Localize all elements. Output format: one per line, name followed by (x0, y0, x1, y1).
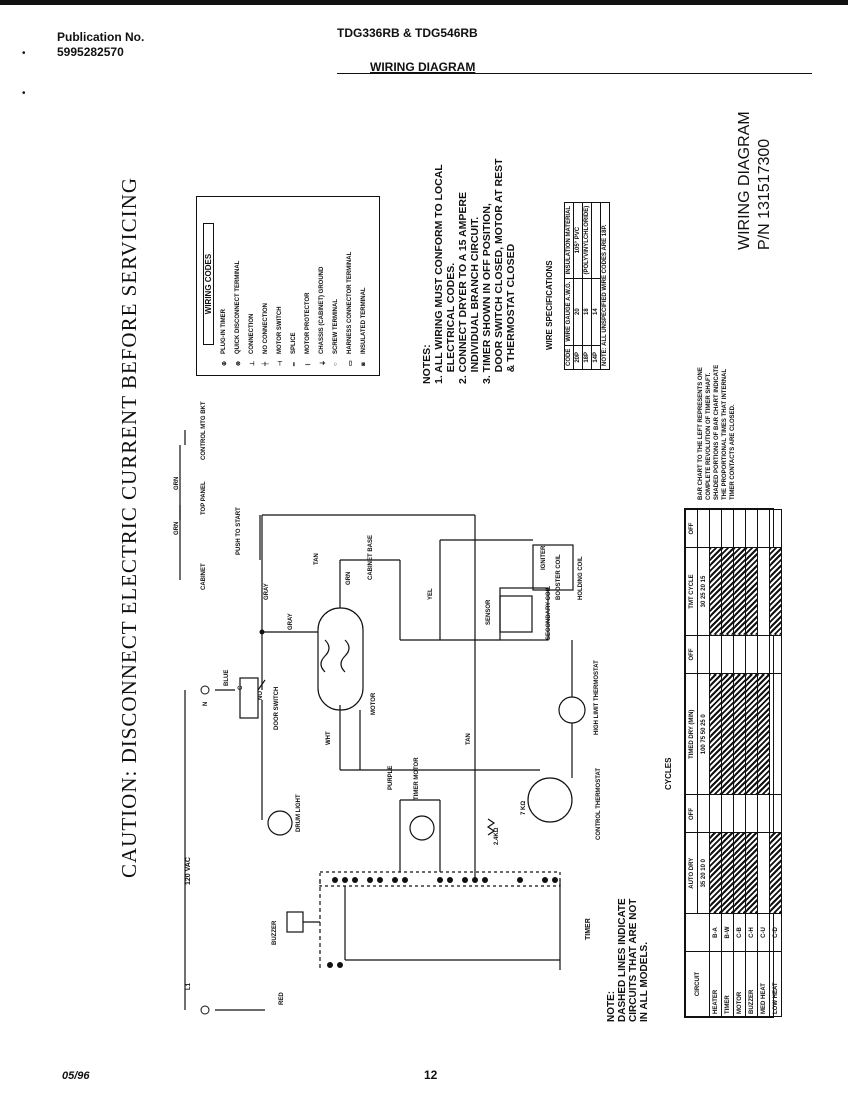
gray-label-2: GRAY (288, 613, 294, 630)
no-label: NO (258, 691, 264, 700)
purple-label: PURPLE (388, 766, 394, 790)
holding-coil-label: HOLDING COIL (578, 556, 584, 600)
motor-label: MOTOR (371, 692, 377, 715)
yel-label: YEL (428, 588, 434, 600)
terminal-dots (200, 629, 558, 1015)
n-label: N (203, 702, 209, 706)
secondary-coil-label: SECONDARY COIL (546, 586, 552, 640)
grn-label-3: GRN (346, 572, 352, 585)
hi-limit-label: HIGH LIMIT THERMOSTAT (594, 660, 600, 735)
drum-light-label: DRUM LIGHT (296, 794, 302, 832)
resistor-label: 2.4KΩ (494, 827, 500, 845)
sensor-label: SENSOR (486, 599, 492, 625)
timer-motor-label: TIMER MOTOR (414, 757, 420, 800)
drum-light-symbol (267, 810, 293, 836)
push-to-start-label: PUSH TO START (236, 507, 242, 555)
control-thermostat-symbol (527, 777, 573, 823)
gray-label-1: GRAY (264, 583, 270, 600)
booster-coil-label: BOOSTER COIL (556, 554, 562, 600)
top-border (0, 0, 848, 5)
timer-motor-symbol (409, 815, 435, 841)
control-mtg-bkt-label: CONTROL MTG BKT (201, 401, 207, 460)
resistor2-label: 7 KΩ (521, 801, 527, 815)
timer-label: TIMER (585, 918, 592, 940)
c-label: C (238, 685, 244, 690)
igniter-box (532, 544, 574, 591)
red-label: RED (279, 992, 285, 1005)
buzzer-symbol (286, 911, 304, 933)
door-switch-label: DOOR SWITCH (274, 687, 280, 730)
igniter-label: IGNITER (541, 545, 547, 570)
door-switch-body (239, 677, 259, 719)
hi-limit-thermostat-symbol (558, 696, 586, 724)
sensor-box (499, 595, 533, 633)
footer-date: 05/96 (62, 1070, 90, 1082)
l1-label: L1 (186, 982, 192, 990)
wht-label: WHT (326, 731, 332, 745)
publication-number: 5995282570 (57, 45, 124, 59)
cabinet-label: CABINET (201, 563, 207, 590)
top-panel-label: TOP PANEL (201, 481, 207, 515)
cabinet-base-label: CABINET BASE (368, 535, 374, 580)
tan-label-1: TAN (466, 733, 472, 745)
grn-label-1: GRN (174, 522, 180, 535)
motor-housing (317, 607, 364, 711)
section-title: WIRING DIAGRAM (370, 60, 476, 74)
control-thermostat-label: CONTROL THERMOSTAT (596, 768, 602, 840)
header-rule (337, 73, 812, 74)
blue-label: BLUE (224, 670, 230, 686)
bullet-mark: • (22, 48, 26, 59)
grn-label-2: GRN (174, 477, 180, 490)
voltage-label: 120 VAC (185, 857, 192, 885)
page-number: 12 (424, 1068, 438, 1082)
bullet-mark: • (22, 88, 26, 99)
publication-label: Publication No. (57, 30, 145, 44)
tan-label-2: TAN (314, 553, 320, 565)
model-numbers: TDG336RB & TDG546RB (337, 26, 478, 40)
buzzer-label: BUZZER (272, 920, 278, 945)
wiring-codes-box: WIRING CODES ⊕PLUG-IN TIMER⊗QUICK DISCON… (196, 196, 380, 376)
resistor-symbol (486, 818, 496, 836)
